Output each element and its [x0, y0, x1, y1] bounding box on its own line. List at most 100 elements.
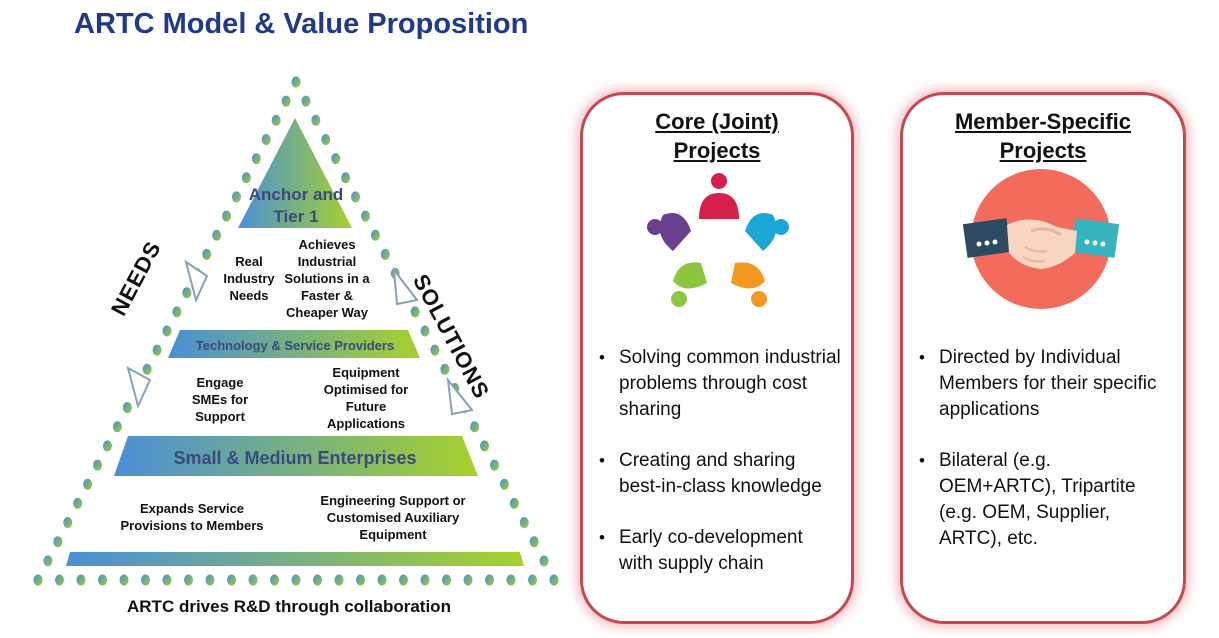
- outline-dot: [261, 133, 271, 145]
- outline-dot: [321, 133, 331, 145]
- outline-dot: [172, 306, 182, 318]
- list-item: Creating and sharing best-in-class knowl…: [599, 448, 841, 500]
- outline-dot: [112, 421, 122, 433]
- dotted-triangle-outline: [33, 76, 559, 586]
- outline-dot: [420, 325, 430, 337]
- outline-dot: [370, 229, 380, 241]
- pyramid-diagram: [33, 76, 559, 586]
- outline-dot: [529, 536, 539, 548]
- card-title: Core (Joint) Projects: [583, 107, 851, 165]
- pyramid-band-sme: [114, 436, 478, 476]
- equipment-label: Equipment Optimised for Future Applicati…: [323, 365, 409, 431]
- outline-dot: [43, 555, 53, 567]
- card-title-line1: Member-Specific: [954, 109, 1132, 134]
- outline-dot: [528, 574, 537, 586]
- pyramid-footer: ARTC drives R&D through collaboration: [127, 597, 451, 616]
- outline-dot: [248, 574, 258, 586]
- outline-dot: [499, 478, 509, 490]
- solutions-arrow-lower: [446, 376, 474, 416]
- outline-dot: [76, 574, 86, 586]
- outline-dot: [98, 574, 107, 586]
- outline-dot: [271, 114, 281, 126]
- outline-dot: [63, 517, 73, 529]
- member-bullet-list: Directed by Individual Members for their…: [919, 345, 1173, 577]
- core-bullet-list: Solving common industrial problems throu…: [599, 345, 841, 602]
- outline-dot: [291, 574, 301, 586]
- outline-dot: [351, 191, 361, 203]
- outline-dot: [470, 421, 480, 433]
- handshake-icon: [962, 169, 1120, 309]
- list-item: Directed by Individual Members for their…: [919, 345, 1173, 423]
- expands-label: Expands Service Provisions to Members: [120, 501, 264, 533]
- outline-dot: [539, 555, 549, 567]
- outline-dot: [231, 191, 241, 203]
- card-title-line2: Projects: [999, 138, 1087, 163]
- outline-dot: [377, 574, 387, 586]
- outline-dot: [420, 574, 430, 586]
- outline-dot: [311, 114, 321, 126]
- pyramid-base-band: [66, 552, 524, 566]
- outline-dot: [241, 172, 251, 184]
- outline-dot: [184, 574, 193, 586]
- outline-dot: [399, 574, 408, 586]
- outline-dot: [334, 574, 344, 586]
- outline-dot: [506, 574, 516, 586]
- outline-dot: [33, 574, 43, 586]
- card-title-line2: Projects: [673, 138, 761, 163]
- member-specific-card: Member-Specific Projects Directed by Ind…: [900, 92, 1186, 624]
- outline-dot: [212, 229, 222, 241]
- engage-label: Engage SMEs for Support: [191, 375, 249, 424]
- outline-dot: [102, 440, 112, 452]
- outline-dot: [205, 574, 215, 586]
- outline-dot: [55, 574, 64, 586]
- outline-dot: [270, 574, 279, 586]
- outline-dot: [301, 95, 311, 107]
- outline-dot: [430, 344, 440, 356]
- outline-dot: [122, 402, 132, 414]
- outline-dot: [222, 210, 232, 222]
- outline-dot: [73, 497, 83, 509]
- page-title: ARTC Model & Value Proposition: [74, 8, 529, 40]
- outline-dot: [281, 95, 291, 107]
- outline-dot: [341, 172, 351, 184]
- real-needs-label: Real Industry Needs: [223, 254, 275, 303]
- outline-dot: [251, 153, 261, 165]
- outline-dot: [440, 363, 450, 375]
- sme-band-label: Small & Medium Enterprises: [173, 448, 417, 468]
- outline-dot: [93, 459, 103, 471]
- outline-dot: [182, 287, 192, 299]
- achieves-label: Achieves Industrial Solutions in a Faste…: [284, 237, 370, 320]
- apex-label: Anchor and Tier 1: [248, 185, 344, 226]
- outline-dot: [360, 210, 370, 222]
- outline-dot: [83, 478, 93, 490]
- outline-dot: [119, 574, 129, 586]
- outline-dot: [331, 153, 341, 165]
- outline-dot: [485, 574, 494, 586]
- outline-dot: [152, 344, 162, 356]
- engineering-label: Engineering Support or Customised Auxili…: [320, 493, 466, 542]
- outline-dot: [489, 459, 499, 471]
- outline-dot: [162, 574, 172, 586]
- outline-dot: [442, 574, 451, 586]
- outline-dot: [463, 574, 473, 586]
- outline-dot: [142, 363, 152, 375]
- list-item: Solving common industrial problems throu…: [599, 345, 841, 423]
- people-circle-icon: [647, 173, 789, 307]
- outline-dot: [313, 574, 322, 586]
- pyramid-band-technology: [168, 330, 420, 358]
- core-projects-card: Core (Joint) Projects Solving common ind…: [580, 92, 854, 624]
- list-item: Bilateral (e.g. OEM+ARTC), Tripartite (e…: [919, 448, 1173, 552]
- pyramid-apex: [238, 118, 352, 228]
- card-title: Member-Specific Projects: [903, 107, 1183, 165]
- outline-dot: [162, 325, 172, 337]
- needs-arrow-upper: [184, 259, 209, 303]
- solutions-arrow-upper: [392, 266, 419, 306]
- outline-dot: [53, 536, 63, 548]
- outline-dot: [380, 248, 390, 260]
- outline-dot: [141, 574, 150, 586]
- outline-dot: [410, 306, 420, 318]
- outline-dot: [549, 574, 559, 586]
- card-title-line1: Core (Joint): [655, 109, 779, 134]
- outline-dot: [202, 248, 212, 260]
- outline-dot: [480, 440, 490, 452]
